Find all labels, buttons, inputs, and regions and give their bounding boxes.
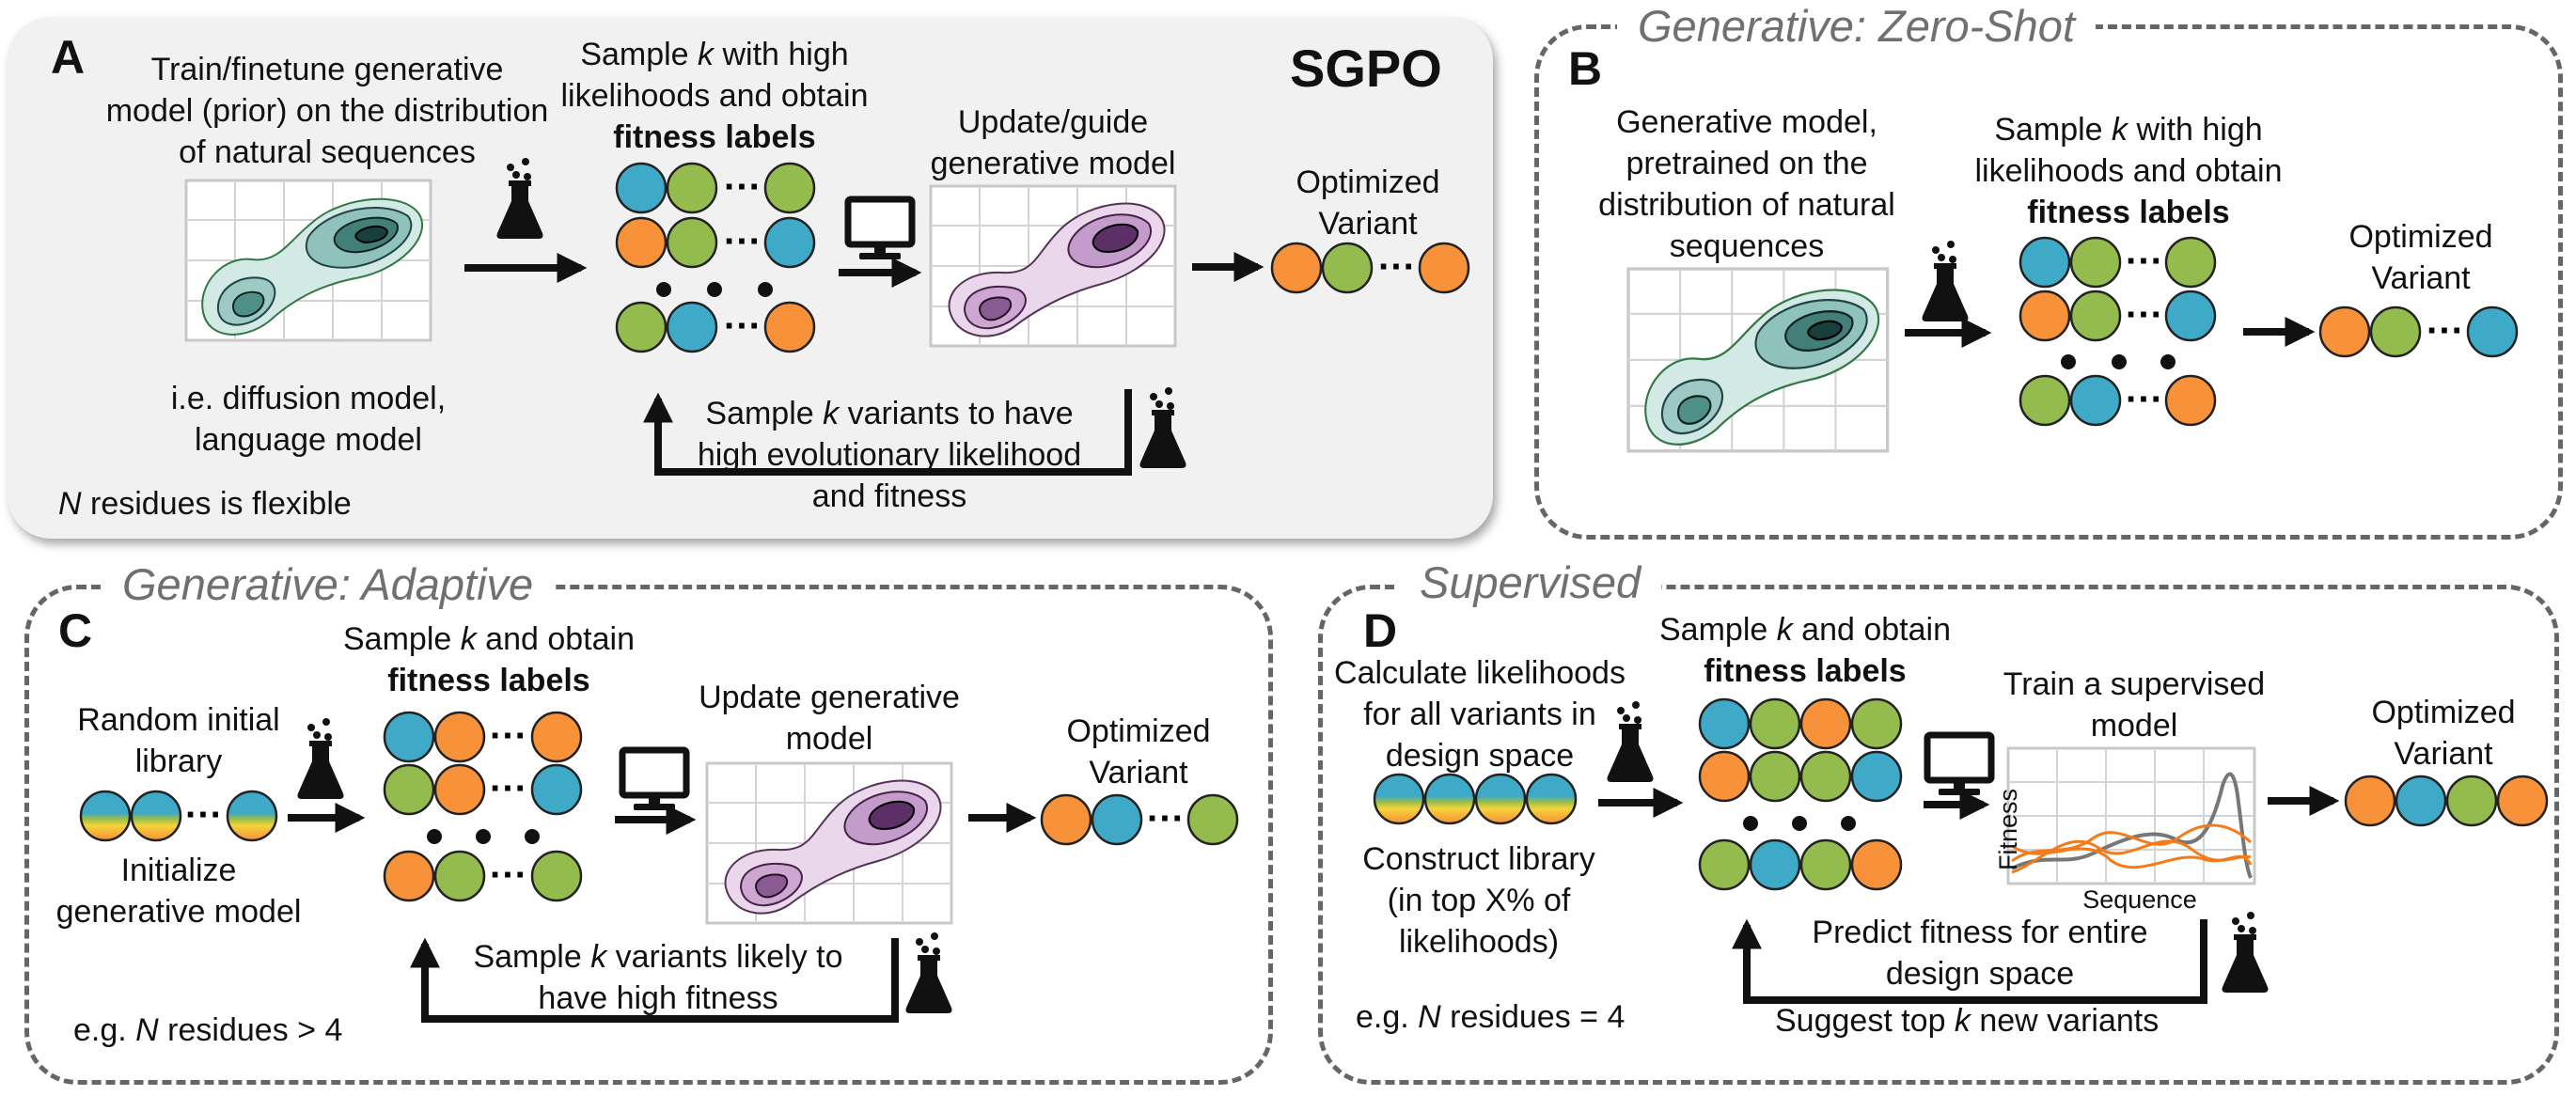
pretrained-description: Generative model, pretrained on the dist… (1598, 104, 1895, 264)
svg-text:···: ··· (724, 305, 762, 347)
panel-a-graphics: ··· ··· ··· ··· (184, 158, 1470, 476)
residues-note-a: N residues is flexible (58, 486, 352, 522)
prior-description: Train/finetune generative model (prior) … (105, 52, 549, 170)
computer-icon (848, 199, 912, 259)
update-plot-a (929, 184, 1177, 348)
panel-c-adaptive (24, 585, 1273, 1085)
fitness-axis-label: Fitness (1994, 788, 2022, 870)
flask-icon (1922, 241, 1969, 321)
pretrained-plot (1626, 267, 1890, 453)
panel-a-title: SGPO (1290, 39, 1442, 98)
svg-text:···: ··· (2126, 241, 2163, 282)
loop-description-d: Predict fitness for entire design space (1812, 915, 2148, 992)
residues-note-c: e.g. N residues > 4 (73, 1012, 343, 1048)
panel-d-letter: D (1363, 604, 1398, 657)
svg-text:···: ··· (724, 221, 762, 262)
flask-icon (905, 932, 952, 1013)
update-description-a: Update/guide generative model (930, 104, 1176, 181)
panel-d-supervised (1318, 585, 2559, 1085)
svg-text:···: ··· (2427, 310, 2464, 352)
panel-c-graphics: ··· ··· ··· ··· ··· (79, 711, 1239, 1023)
sample-circles-b: ··· ··· ··· (2018, 236, 2217, 427)
panel-b-graphics: ··· ··· ··· ··· (1626, 236, 2519, 453)
computer-icon (1927, 735, 1991, 795)
panel-b-letter: B (1568, 42, 1603, 95)
flask-icon (2222, 912, 2269, 993)
panel-d-title: Supervised (1399, 560, 1662, 604)
svg-text:···: ··· (490, 854, 527, 896)
panel-d-graphics (1373, 697, 2549, 1004)
optimized-variant-b: ··· (2318, 305, 2519, 358)
loop-description-c: Sample k variants likely to have high fi… (473, 939, 843, 1016)
svg-text:···: ··· (490, 768, 527, 809)
prior-plot (184, 179, 432, 342)
update-description-c: Update generative model (699, 680, 960, 757)
optimized-label-a: Optimized Variant (1296, 164, 1440, 242)
flask-icon (1139, 387, 1186, 468)
svg-text:···: ··· (2126, 379, 2163, 420)
residues-note-d: e.g. N residues = 4 (1356, 999, 1626, 1035)
computer-icon (622, 750, 686, 810)
sample-description-d: Sample k and obtain fitness labels (1659, 612, 1951, 689)
optimized-variant-d (2344, 775, 2549, 827)
update-plot-c (705, 761, 953, 925)
train-model-label: Train a supervised model (2003, 666, 2266, 744)
panel-a-letter: A (51, 31, 86, 84)
optimized-label-c: Optimized Variant (1066, 713, 1211, 791)
calculate-likelihoods-label: Calculate likelihoods for all variants i… (1334, 655, 1626, 774)
design-space-d (1373, 773, 1578, 825)
sample-circles-c: ··· ··· ··· (383, 711, 583, 902)
supervised-model-plot (2006, 746, 2256, 885)
optimized-variant-c: ··· (1040, 793, 1239, 846)
svg-text:···: ··· (490, 715, 527, 757)
suggest-label: Suggest top k new variants (1775, 1003, 2160, 1039)
sample-description-a: Sample k with high likelihoods and obtai… (560, 37, 869, 155)
random-library-label: Random initial library (77, 702, 280, 779)
svg-text:···: ··· (1378, 246, 1416, 288)
svg-text:···: ··· (185, 794, 223, 836)
initialize-label: Initialize generative model (55, 853, 302, 930)
svg-text:···: ··· (1147, 798, 1185, 839)
sample-description-b: Sample k with high likelihoods and obtai… (1974, 112, 2283, 230)
panel-b-title: Generative: Zero-Shot (1617, 4, 2096, 48)
flask-icon (297, 718, 344, 799)
model-examples: i.e. diffusion model, language model (170, 381, 447, 458)
optimized-label-d: Optimized Variant (2371, 695, 2516, 772)
construct-library-label: Construct library (in top X% of likeliho… (1362, 841, 1595, 960)
random-library-c: ··· (79, 790, 278, 842)
panel-c-title: Generative: Adaptive (102, 562, 555, 606)
optimized-label-b: Optimized Variant (2348, 219, 2493, 296)
panel-c-letter: C (58, 604, 93, 657)
sample-circles-d (1698, 697, 1903, 891)
svg-text:···: ··· (724, 166, 762, 208)
sequence-axis-label: Sequence (2082, 885, 2197, 914)
sample-circles-a: ··· ··· ··· (615, 162, 816, 353)
svg-text:···: ··· (2126, 294, 2163, 336)
optimized-variant-a: ··· (1270, 242, 1470, 294)
sample-description-c: Sample k and obtain fitness labels (343, 621, 635, 698)
loop-description-a: Sample k variants to have high evolution… (697, 396, 1082, 514)
